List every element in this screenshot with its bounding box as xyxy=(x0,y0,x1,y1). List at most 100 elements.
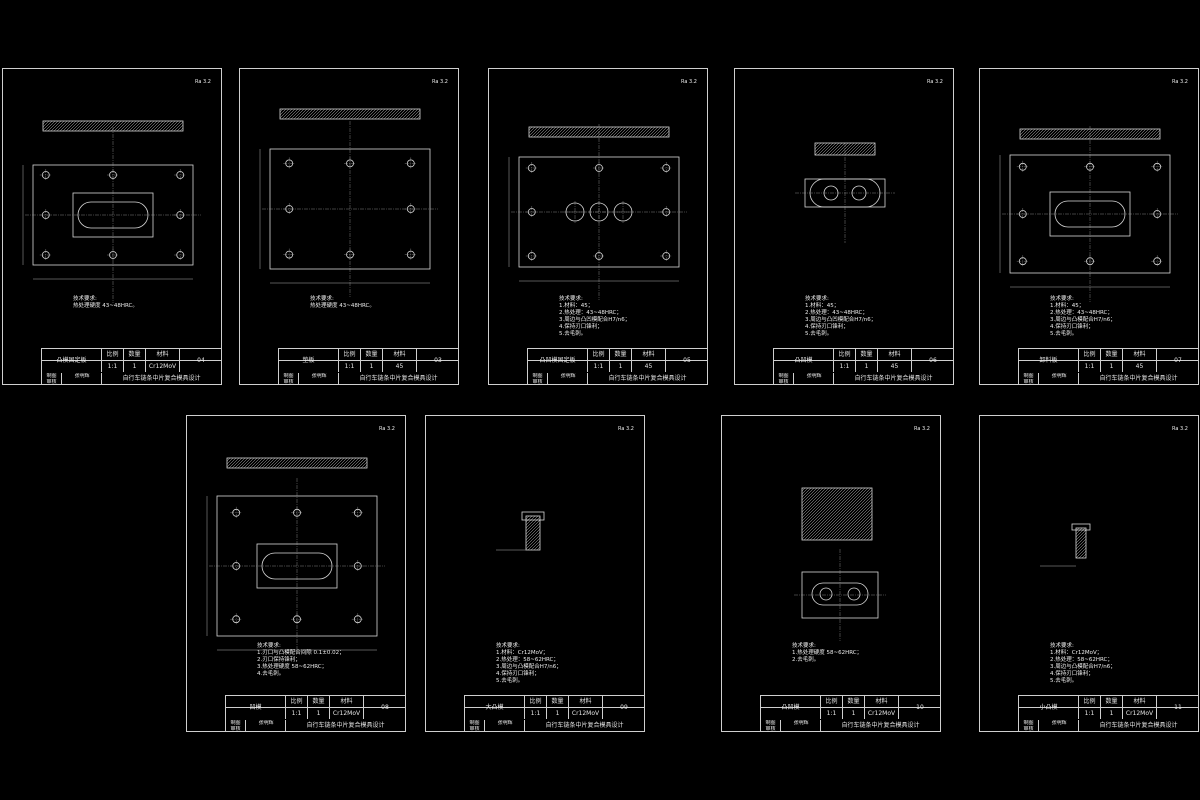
hatch-line xyxy=(525,515,536,526)
scale-value: 1:1 xyxy=(525,708,547,719)
cavity-slot xyxy=(261,552,333,580)
hatch-line xyxy=(815,487,869,541)
drawing-number: 06 xyxy=(929,357,937,364)
qty-value: 1 xyxy=(856,361,878,372)
material-value: Cr12MoV xyxy=(330,708,364,719)
hatch-line xyxy=(128,120,140,132)
hatch-line xyxy=(380,108,392,120)
hatch-line xyxy=(104,120,116,132)
hatch-line xyxy=(74,120,86,132)
hatch-line xyxy=(801,487,815,501)
hatch-line xyxy=(101,120,113,132)
hatch-line xyxy=(525,515,530,520)
center-mark xyxy=(174,169,187,181)
material-label: 材料 xyxy=(569,696,603,707)
hatch-line xyxy=(528,126,539,137)
scale-value: 1:1 xyxy=(102,361,124,372)
hatch-line xyxy=(1027,128,1039,140)
project-title: 自行车链条中片复合模具设计 xyxy=(306,722,385,729)
hatch-line xyxy=(608,126,620,138)
center-mark xyxy=(404,248,417,261)
hatch-line xyxy=(814,142,825,153)
scale-label: 比例 xyxy=(102,349,124,360)
center-mark xyxy=(262,121,438,297)
hatch-line xyxy=(338,108,350,120)
technical-requirements: 技术要求: 1.材料：45； 2.热处理：43~48HRC； 3.周边与凸模配合… xyxy=(1050,296,1116,337)
hatch-line xyxy=(626,126,638,138)
section-view-hatch xyxy=(814,142,876,156)
hatch-line xyxy=(226,457,231,462)
qty-label: 数量 xyxy=(610,349,632,360)
hatch-line xyxy=(1048,128,1060,140)
hatch-line xyxy=(1141,128,1153,140)
part-name: 凸模固定板 xyxy=(42,349,102,372)
hatch-line xyxy=(542,126,554,138)
hatch-line xyxy=(143,120,155,132)
hatch-line xyxy=(389,108,401,120)
hatch-line xyxy=(345,457,357,469)
hatch-line xyxy=(261,457,273,469)
center-mark xyxy=(351,506,364,519)
hatch-line xyxy=(590,126,602,138)
hatch-line xyxy=(290,108,302,120)
hatch-line xyxy=(125,120,137,132)
qty-label: 数量 xyxy=(1101,696,1123,707)
hatch-line xyxy=(842,510,873,541)
hatch-line xyxy=(344,108,356,120)
hatch-line xyxy=(311,108,323,120)
hatch-line xyxy=(89,120,101,132)
hatch-line xyxy=(347,108,359,120)
material-value: Cr12MoV xyxy=(865,708,899,719)
scale-label: 比例 xyxy=(1079,696,1101,707)
project-title: 自行车链条中片复合模具设计 xyxy=(854,375,933,382)
hatch-line xyxy=(611,126,623,138)
drawer-label: 制图 xyxy=(1019,720,1039,726)
hatch-line xyxy=(801,487,830,516)
punch-head xyxy=(1071,523,1091,531)
technical-requirements: 技术要求: 1.材料：45； 2.热处理：43~48HRC； 3.周边与凸凹模配… xyxy=(559,296,631,337)
checker-label: 审核 xyxy=(465,726,485,732)
hatch-line xyxy=(868,148,876,156)
roughness-symbol: Ra 3.2 xyxy=(195,79,211,85)
hatch-line xyxy=(832,142,846,156)
hatch-line xyxy=(383,108,395,120)
hatch-line xyxy=(416,115,421,120)
technical-requirements: 技术要求: 热处理硬度 43~48HRC。 xyxy=(310,296,375,309)
hatch-line xyxy=(1063,128,1075,140)
hatch-line xyxy=(584,126,596,138)
hatch-line xyxy=(273,457,285,469)
hatch-line xyxy=(854,522,873,541)
hatch-line xyxy=(823,142,837,156)
hatch-line xyxy=(539,126,551,138)
drawer-name: 张明辉 xyxy=(1051,373,1067,379)
part-name: 垫板 xyxy=(279,349,339,372)
title-block: 凸凹模固定板 比例 数量 材料 05 1:1 1 45 制图 张明辉 审核 自行… xyxy=(527,348,707,385)
hatch-line xyxy=(392,108,404,120)
checker-label: 审核 xyxy=(1019,379,1039,385)
hatch-line xyxy=(305,108,317,120)
qty-value: 1 xyxy=(547,708,569,719)
hatch-line xyxy=(857,525,873,541)
checker-label: 审核 xyxy=(279,379,299,385)
hatch-line xyxy=(641,126,653,138)
part-name: 凹模 xyxy=(226,696,286,719)
hatch-line xyxy=(149,120,161,132)
hatch-line xyxy=(285,457,297,469)
hatch-line xyxy=(323,108,335,120)
roughness-symbol: Ra 3.2 xyxy=(379,426,395,432)
hatch-line xyxy=(1084,556,1087,559)
hatch-line xyxy=(243,457,255,469)
hatch-line xyxy=(279,108,290,119)
hatch-line xyxy=(1019,128,1027,136)
hatch-line xyxy=(228,457,240,469)
hatch-line xyxy=(264,457,276,469)
material-value: 45 xyxy=(383,361,417,372)
center-mark xyxy=(283,157,296,170)
section-view-hatch xyxy=(42,120,184,132)
punch-outline xyxy=(811,582,869,606)
hatch-line xyxy=(851,519,873,541)
project-title: 自行车链条中片复合模具设计 xyxy=(841,722,920,729)
hatch-line xyxy=(801,487,854,540)
hatch-line xyxy=(308,108,320,120)
